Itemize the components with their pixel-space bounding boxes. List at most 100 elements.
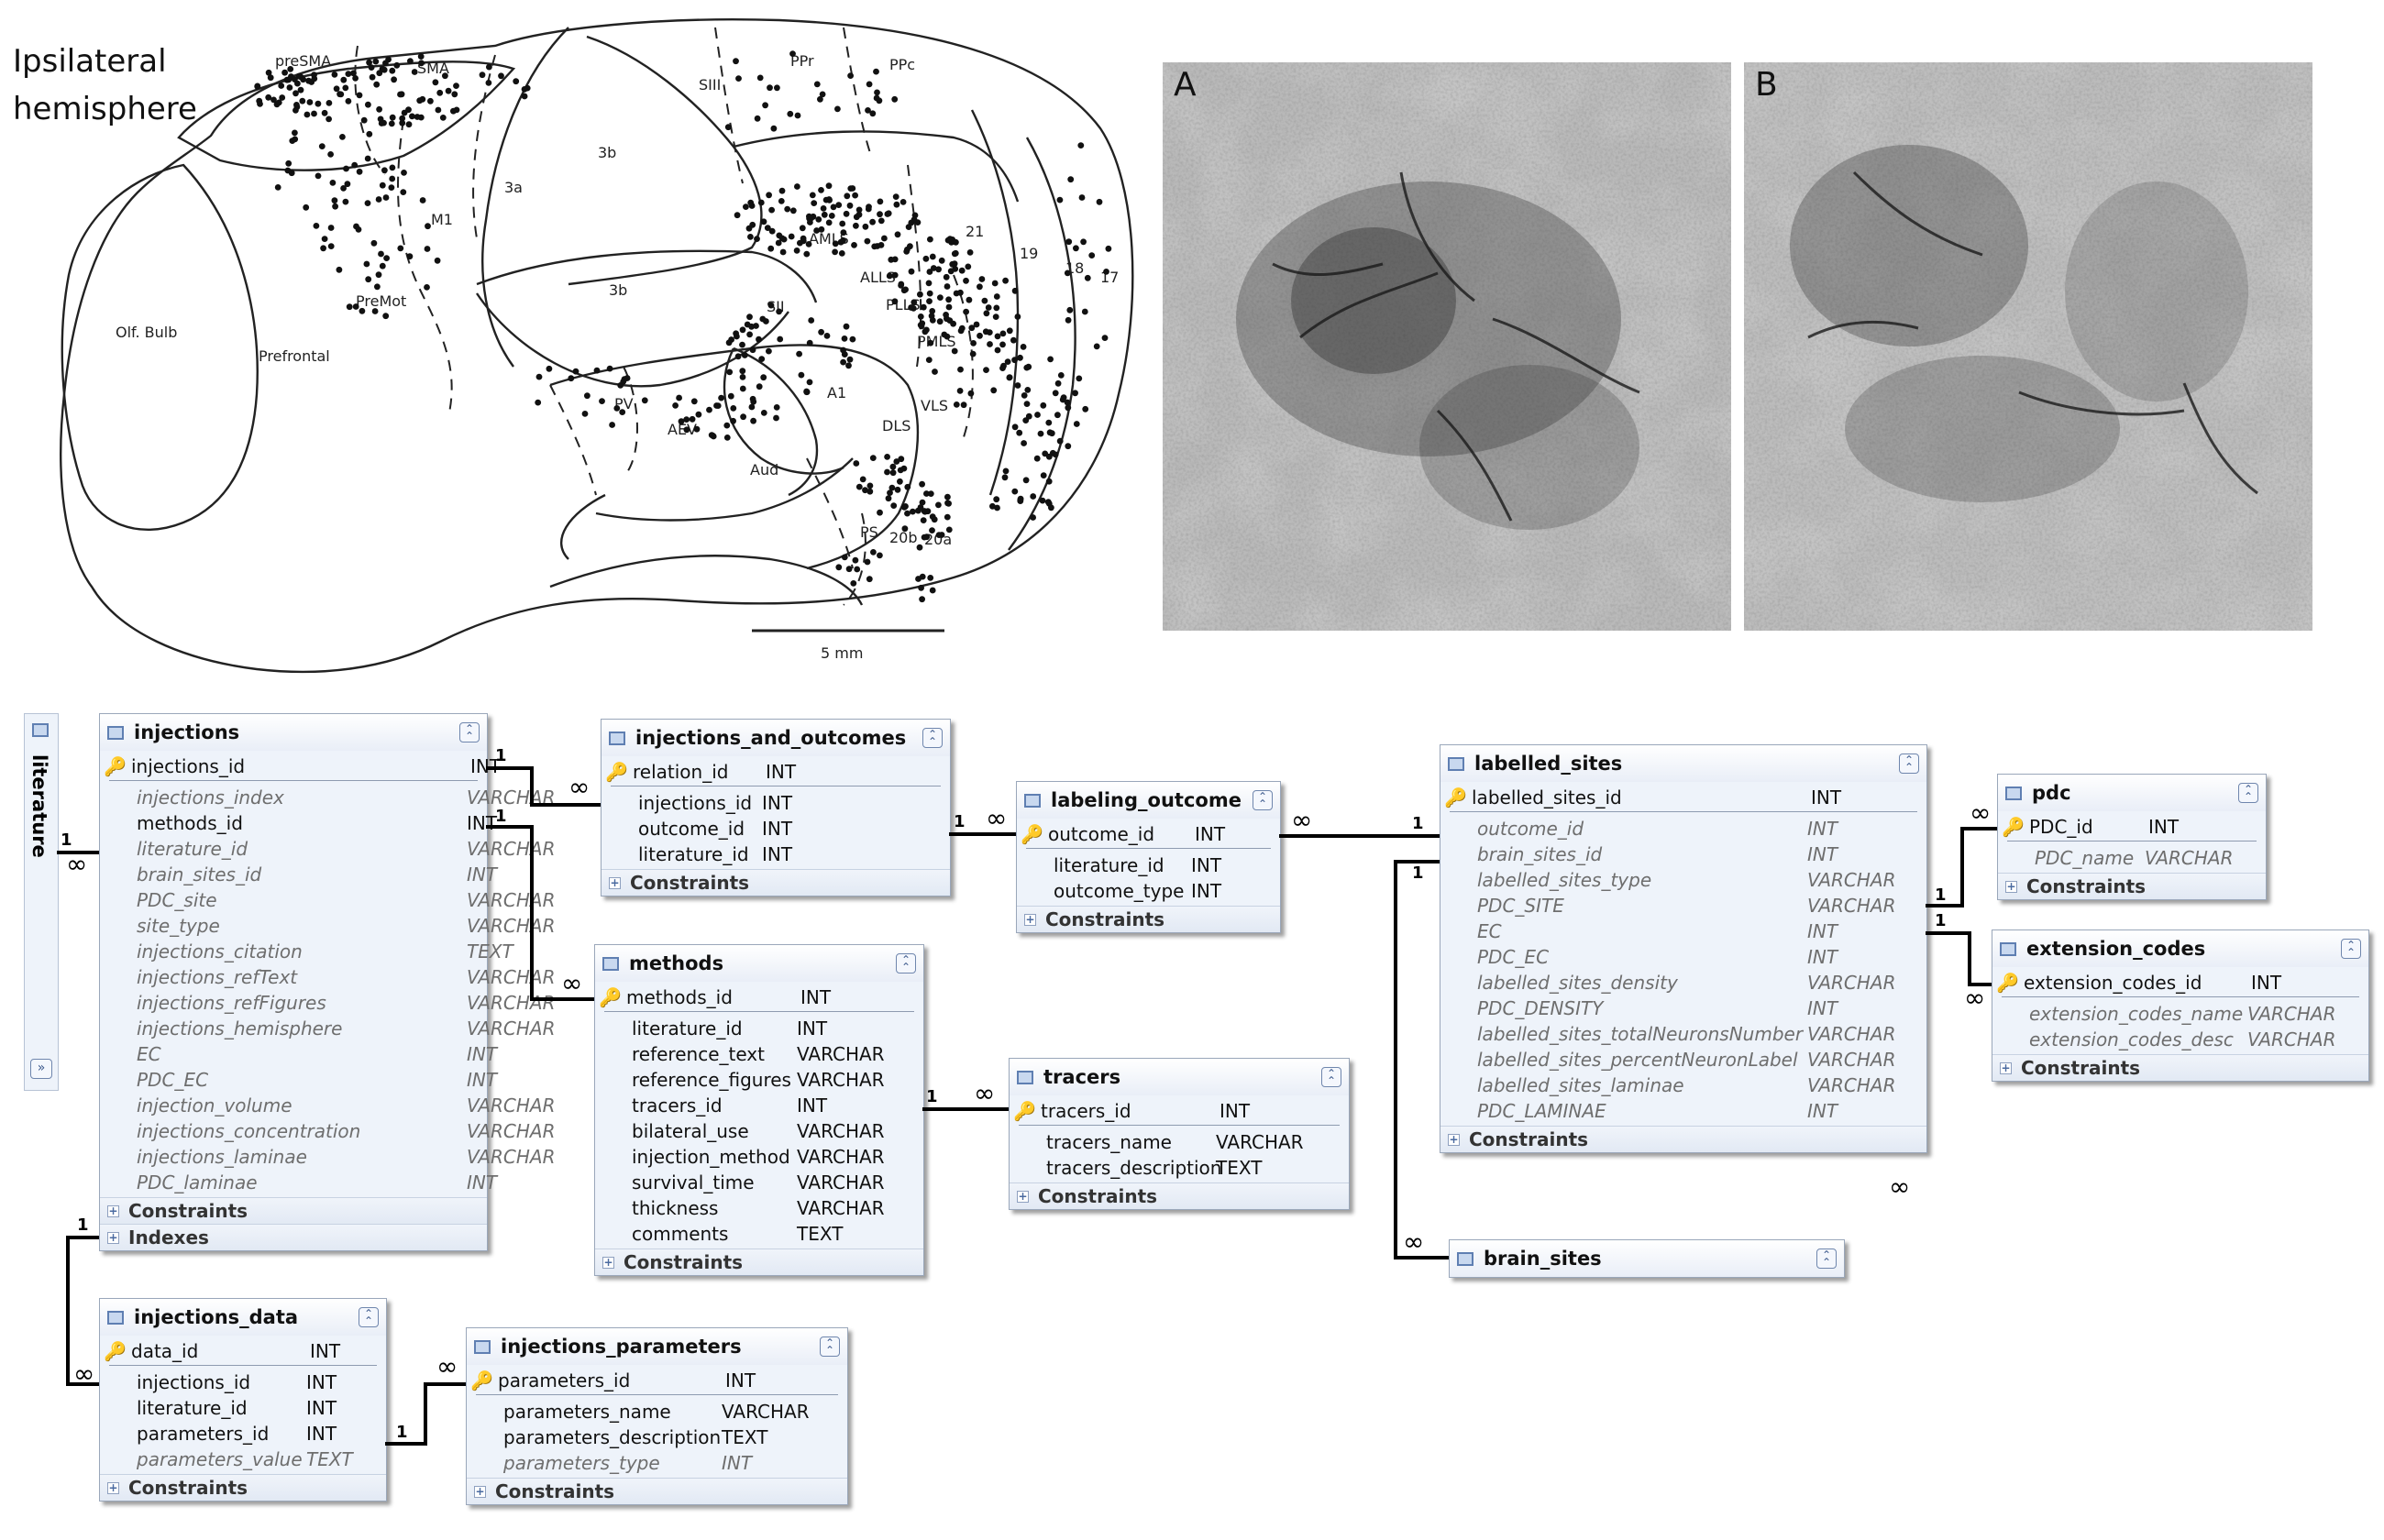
table-header[interactable]: labelled_sites⌃⌃	[1440, 745, 1926, 782]
collapse-icon[interactable]: ⌃⌃	[1253, 790, 1273, 810]
collapse-icon[interactable]: ⌃⌃	[359, 1307, 379, 1327]
table-footer-constraints[interactable]: +Constraints	[1998, 873, 2266, 899]
collapse-icon[interactable]: ⌃⌃	[1321, 1067, 1341, 1087]
expand-plus-icon[interactable]: +	[2000, 1061, 2012, 1074]
table-header[interactable]: pdc⌃⌃	[1998, 775, 2266, 811]
expand-plus-icon[interactable]: +	[1024, 912, 1036, 926]
collapse-icon[interactable]: ⌃⌃	[922, 728, 943, 748]
table-header[interactable]: labeling_outcome⌃⌃	[1017, 782, 1280, 819]
table-footer-indexes[interactable]: +Indexes	[100, 1224, 487, 1250]
expand-plus-icon[interactable]: +	[474, 1484, 486, 1498]
table-header[interactable]: injections⌃⌃	[100, 714, 487, 751]
expand-plus-icon[interactable]: +	[1448, 1132, 1460, 1146]
collapse-icon[interactable]: ⌃⌃	[1899, 754, 1919, 774]
table-footer-constraints[interactable]: +Constraints	[1440, 1126, 1926, 1152]
expand-plus-icon[interactable]: +	[2005, 879, 2017, 893]
expand-plus-icon[interactable]: +	[107, 1204, 119, 1217]
expand-plus-icon[interactable]: +	[107, 1480, 119, 1494]
table-footer-constraints[interactable]: +Constraints	[595, 1248, 923, 1275]
table-brain-sites[interactable]: brain_sites⌃⌃	[1449, 1239, 1845, 1278]
collapse-icon[interactable]: ⌃⌃	[459, 722, 480, 742]
table-footer-constraints[interactable]: +Constraints	[467, 1478, 847, 1504]
table-footer-constraints[interactable]: +Constraints	[100, 1197, 487, 1224]
expand-plus-icon[interactable]: +	[609, 875, 621, 889]
table-footer-constraints[interactable]: +Constraints	[602, 869, 950, 896]
literature-table-collapsed[interactable]: literature »	[24, 713, 59, 1091]
expand-icon[interactable]: »	[30, 1059, 52, 1079]
table-footer-constraints[interactable]: +Constraints	[100, 1474, 386, 1501]
collapse-icon[interactable]: ⌃⌃	[896, 953, 916, 974]
table-header[interactable]: extension_codes⌃⌃	[1992, 930, 2368, 967]
table-header[interactable]: tracers⌃⌃	[1010, 1059, 1349, 1095]
table-header[interactable]: injections_data⌃⌃	[100, 1299, 386, 1336]
table-footer-constraints[interactable]: +Constraints	[1010, 1182, 1349, 1209]
collapse-icon[interactable]: ⌃⌃	[2341, 939, 2361, 959]
expand-plus-icon[interactable]: +	[602, 1255, 614, 1269]
collapse-icon[interactable]: ⌃⌃	[1816, 1248, 1837, 1269]
collapse-icon[interactable]: ⌃⌃	[2238, 783, 2258, 803]
collapse-icon[interactable]: ⌃⌃	[820, 1336, 840, 1357]
table-footer-constraints[interactable]: +Constraints	[1992, 1054, 2368, 1081]
